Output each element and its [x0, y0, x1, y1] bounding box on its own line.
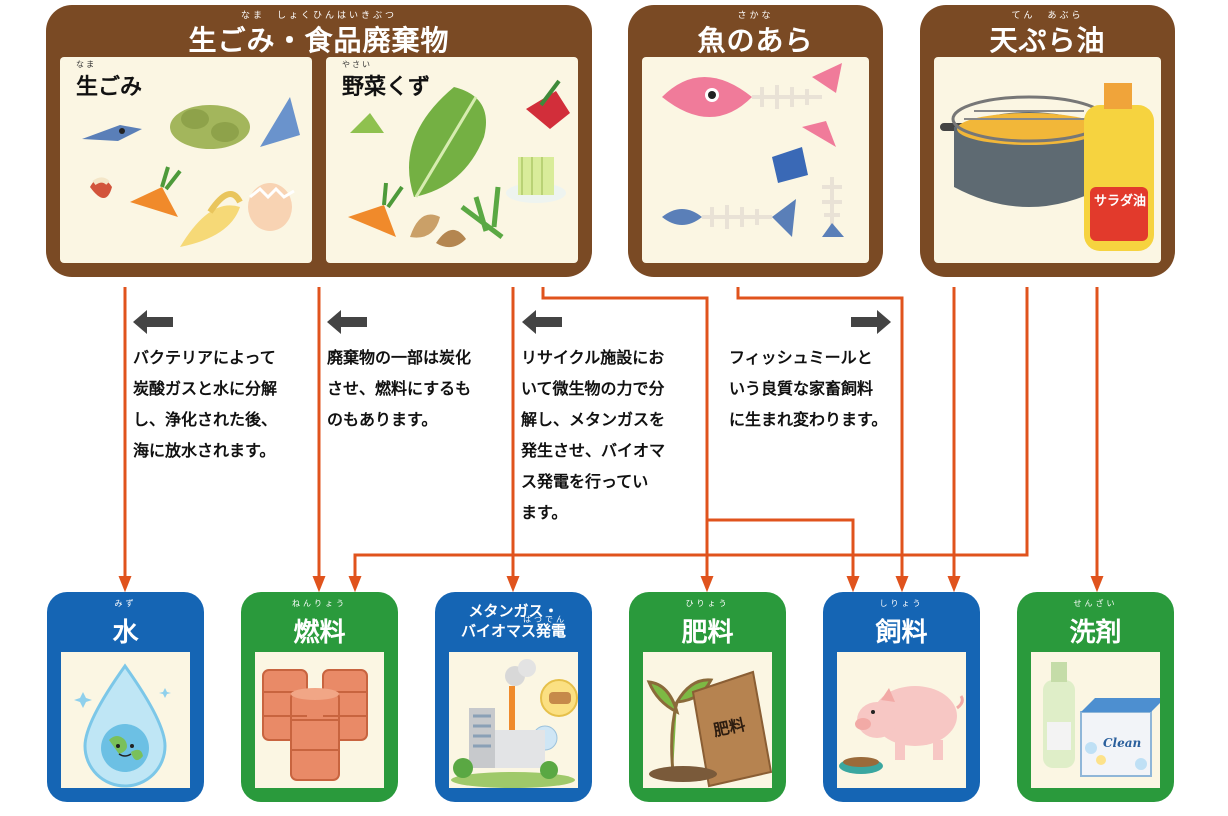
source-fish-scraps: さかな 魚のあら: [628, 5, 883, 277]
left-arrow-icon: [522, 310, 562, 334]
desc-line: に生まれ変わります。: [729, 410, 888, 429]
left-arrow-icon: [327, 310, 367, 334]
source-food-waste: なま しょくひんはいきぶつ 生ごみ・食品廃棄物 なま 生ごみ やさい 野菜くず: [46, 5, 592, 277]
output-feed: しりょう 飼料: [823, 592, 980, 802]
output-water: みず 水: [47, 592, 204, 802]
vegetable-scraps-illustration: [348, 79, 570, 248]
source-fish-ruby: さかな: [737, 11, 774, 21]
pig-illustration: [839, 686, 964, 774]
output-detergent-title: 洗剤: [1069, 618, 1122, 648]
power-plant-illustration: [451, 659, 578, 788]
desc-line: リサイクル施設にお: [521, 348, 665, 367]
detergent-box-label: Clean: [1103, 736, 1142, 750]
output-fertilizer-title: 肥料: [681, 618, 734, 648]
flow-oil-fuel: [348, 287, 1029, 593]
source-oil-title: 天ぷら油: [989, 24, 1106, 57]
desc-line: のもあります。: [327, 410, 438, 429]
panel-raw-garbage: なま 生ごみ: [60, 57, 312, 263]
panel-raw-garbage-label: 生ごみ: [76, 75, 143, 100]
right-arrow-icon: [851, 310, 891, 334]
desc-line: 海に放水されます。: [133, 441, 276, 460]
description-methane: リサイクル施設にお いて微生物の力で分 解し、メタンガスを 発生させ、バイオマ …: [521, 342, 665, 528]
oil-drums-illustration: [262, 669, 368, 781]
desc-line: 廃棄物の一部は炭化: [327, 348, 472, 367]
flow-waste-feed: [707, 518, 860, 593]
source-fish-title: 魚のあら: [697, 24, 814, 57]
output-fuel-panel: [255, 652, 384, 788]
description-fuel: 廃棄物の一部は炭化 させ、燃料にするも のもあります。: [327, 342, 471, 435]
output-fertilizer-ruby: ひりょう: [685, 599, 730, 608]
output-fertilizer-panel: 肥料: [643, 652, 772, 788]
output-biomass-title: メタンガス・ バイオマス発電: [460, 602, 566, 640]
fryer-illustration: [940, 83, 1154, 251]
source-tempura-oil: てん あぶら 天ぷら油 サラダ油: [920, 5, 1175, 277]
desc-line: いて微生物の力で分: [521, 379, 665, 398]
output-feed-title: 飼料: [875, 618, 928, 648]
desc-line: し、浄化された後、: [133, 410, 278, 429]
description-water: バクテリアによって 炭酸ガスと水に分解 し、浄化された後、 海に放水されます。: [133, 342, 277, 466]
panel-fish-scraps: [642, 57, 869, 263]
desc-line: フィッシュミールと: [729, 348, 873, 367]
panel-vegetable-scraps-ruby: やさい: [342, 60, 372, 69]
output-fuel-ruby: ねんりょう: [292, 599, 347, 608]
description-feed: フィッシュミールと いう良質な家畜飼料 に生まれ変わります。: [729, 342, 887, 435]
left-arrow-icon: [133, 310, 173, 334]
fertilizer-bag-illustration: [646, 670, 772, 788]
source-oil-ruby: てん あぶら: [1011, 11, 1084, 21]
panel-vegetable-scraps: やさい 野菜くず: [326, 57, 578, 263]
output-biomass-panel: [449, 652, 578, 788]
output-feed-ruby: しりょう: [879, 599, 924, 608]
output-water-panel: [61, 652, 190, 788]
desc-line: ス発電を行ってい: [521, 472, 649, 491]
desc-line: させ、燃料にするも: [327, 379, 472, 398]
desc-line: 炭酸ガスと水に分解: [133, 379, 278, 398]
output-fuel-title: 燃料: [293, 618, 346, 648]
raw-garbage-illustration: [82, 97, 300, 247]
desc-line: バクテリアによって: [133, 348, 276, 367]
desc-line: 発生させ、バイオマ: [521, 441, 666, 460]
source-food-waste-title: 生ごみ・食品廃棄物: [188, 24, 450, 57]
output-fertilizer: ひりょう 肥料 肥料: [629, 592, 786, 802]
flow-fish-feed: [736, 287, 909, 593]
salad-oil-label: サラダ油: [1093, 194, 1146, 209]
output-feed-panel: [837, 652, 966, 788]
output-fuel: ねんりょう 燃料: [241, 592, 398, 802]
water-drop-illustration: [74, 663, 171, 788]
desc-line: ます。: [521, 503, 568, 522]
output-detergent-ruby: せんざい: [1073, 599, 1118, 608]
output-water-ruby: みず: [114, 599, 137, 608]
desc-line: 解し、メタンガスを: [521, 410, 666, 429]
flow-waste-fertilizer: [541, 287, 714, 593]
output-biomass-ruby: はつでん: [523, 615, 567, 624]
fish-scraps-illustration: [662, 63, 844, 237]
panel-vegetable-scraps-label: 野菜くず: [342, 75, 431, 100]
panel-tempura-oil: サラダ油: [934, 57, 1161, 263]
output-water-title: 水: [112, 618, 139, 648]
source-food-waste-ruby: なま しょくひんはいきぶつ: [240, 11, 397, 21]
output-detergent-panel: Clean: [1031, 652, 1160, 788]
detergent-illustration: [1043, 662, 1160, 777]
output-detergent: せんざい 洗剤 Clean: [1017, 592, 1174, 802]
desc-line: いう良質な家畜飼料: [729, 379, 874, 398]
output-biomass: メタンガス・ バイオマス発電 はつでん: [435, 592, 592, 802]
panel-raw-garbage-ruby: なま: [76, 60, 96, 69]
